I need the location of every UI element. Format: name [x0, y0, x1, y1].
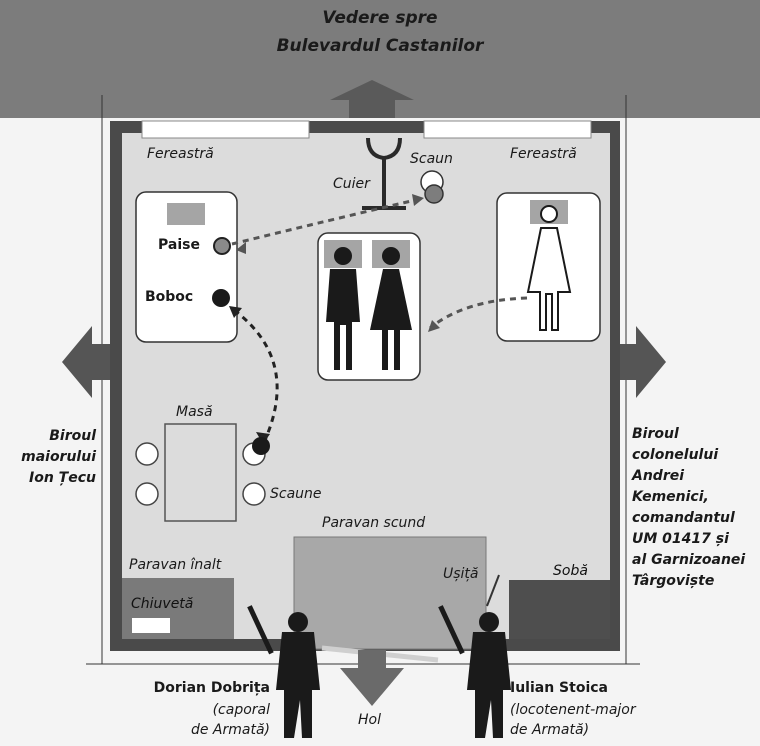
soldier-left-name: Dorian Dobrița [153, 680, 270, 696]
window-right [423, 120, 592, 139]
hall-label: Hol [358, 712, 381, 728]
paise-marker-icon [213, 237, 231, 255]
left-office-line: Biroul [49, 428, 96, 444]
left-office-line: Ion Țecu [29, 470, 96, 486]
woman-icon [370, 247, 412, 370]
high-screen-label: Paravan înalt [129, 557, 222, 573]
door-label: Ușiță [443, 566, 479, 582]
soldier-left-rank: (caporal [212, 702, 270, 718]
soldier-right-rank: (locotenent-major [510, 702, 636, 718]
path-woman-bed [429, 296, 528, 330]
soldier-right-icon [438, 605, 511, 738]
paise-label: Paise [158, 237, 200, 253]
path-boboc-table [233, 308, 279, 441]
right-office-line: Târgoviște [632, 573, 715, 589]
door-pointer [486, 574, 500, 607]
low-screen-label: Paravan scund [322, 515, 426, 531]
title-line-1: Vedere spre [322, 8, 438, 28]
table-chair-icon [135, 482, 159, 506]
table [164, 423, 237, 522]
table-chair-icon [242, 482, 266, 506]
sink-label: Chiuvetă [131, 596, 194, 612]
right-office-label: Biroul colonelului Andrei Kemenici, coma… [632, 424, 758, 592]
arrowhead-icon [236, 242, 246, 254]
window-right-label: Fereastră [510, 146, 577, 162]
right-office-line: Kemenici, [632, 489, 709, 505]
path-paise-chair [231, 196, 425, 246]
left-arrow-icon [62, 326, 110, 398]
soldier-left-rank: de Armată) [190, 722, 270, 738]
right-arrow-icon [620, 326, 666, 398]
right-office-line: Andrei [632, 468, 685, 484]
soldier-left-icon [247, 605, 320, 738]
table-label: Masă [176, 404, 213, 420]
arrowhead-icon [428, 320, 440, 332]
soldier-right-name: Iulian Stoica [510, 680, 608, 696]
boboc-label: Boboc [145, 289, 194, 305]
down-arrow-icon [340, 650, 404, 706]
right-office-line: al Garnizoanei [632, 552, 746, 568]
title-line-2: Bulevardul Castanilor [276, 36, 484, 56]
boboc-marker-icon [212, 289, 230, 307]
sink-basin [132, 618, 170, 633]
movement-arrows [231, 196, 528, 441]
boboc-seat-icon [252, 437, 270, 455]
window-left-label: Fereastră [147, 146, 214, 162]
table-chair-icon [135, 442, 159, 466]
soldier-right-rank: de Armată) [510, 722, 590, 738]
chair-occupied-icon [424, 184, 444, 204]
right-office-line: Biroul [632, 426, 679, 442]
up-arrow-icon [330, 80, 414, 118]
chair-label: Scaun [410, 151, 453, 167]
arrowhead-icon [412, 194, 424, 206]
woman-outline-icon [526, 205, 572, 331]
low-screen [293, 536, 487, 650]
man-icon [326, 247, 360, 370]
stove [509, 580, 610, 639]
pillow-left [167, 203, 205, 225]
stove-label: Sobă [553, 563, 588, 579]
left-office-label: Biroul maiorului Ion Țecu [10, 426, 96, 489]
left-office-line: maiorului [21, 449, 96, 465]
right-office-line: comandantul [632, 510, 735, 526]
right-office-line: UM 01417 și [632, 531, 729, 547]
hanger-label: Cuier [333, 176, 370, 192]
right-office-line: colonelului [632, 447, 719, 463]
chairs-label: Scaune [270, 486, 322, 502]
arrowhead-icon [229, 306, 242, 318]
bed-left [135, 191, 238, 343]
window-left [141, 120, 310, 139]
